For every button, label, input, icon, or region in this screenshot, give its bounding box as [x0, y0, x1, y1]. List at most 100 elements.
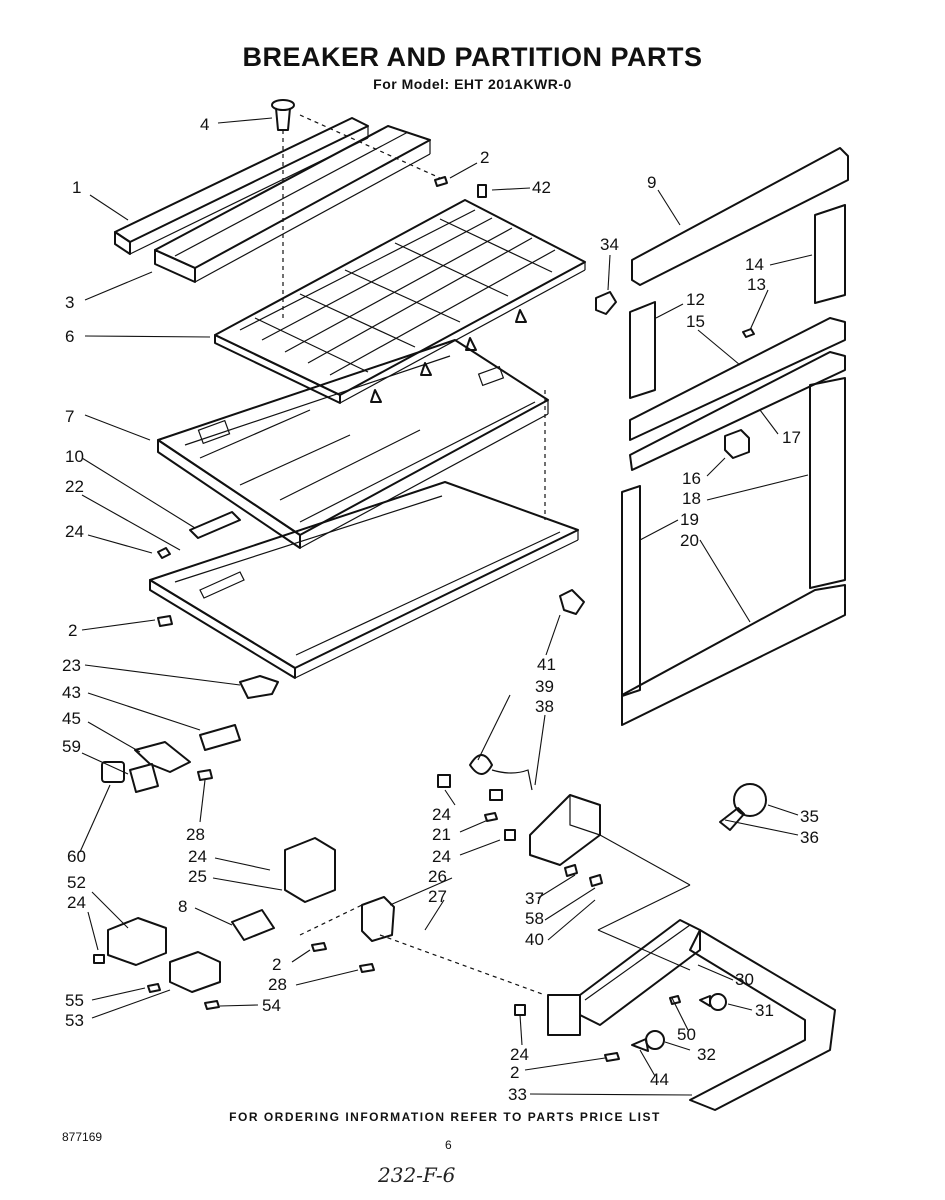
callout-22: 22: [65, 477, 84, 496]
callout-60: 60: [67, 847, 86, 866]
callout-32: 32: [697, 1045, 716, 1064]
callout-50: 50: [677, 1025, 696, 1044]
part-19-upright: [621, 485, 641, 697]
part-52-cover: [107, 917, 167, 966]
callout-25: 25: [188, 867, 207, 886]
callout-27: 27: [428, 887, 447, 906]
callout-58: 58: [525, 909, 544, 928]
callout-55: 55: [65, 991, 84, 1010]
callout-35: 35: [800, 807, 819, 826]
part-15-rail: [629, 317, 846, 441]
callout-7: 7: [65, 407, 74, 426]
callout-59: 59: [62, 737, 81, 756]
callout-labels: 1 2 3 4 6 7 10 22 24 2 23 43 45 59 28 60…: [62, 115, 819, 1104]
callout-41: 41: [537, 655, 556, 674]
callout-21: 21: [432, 825, 451, 844]
callout-24: 24: [67, 893, 86, 912]
part-35-bulb: [719, 783, 767, 831]
part-3-breaker-strip: [154, 125, 431, 283]
part-45-bracket: [134, 741, 191, 773]
callout-24: 24: [432, 847, 451, 866]
callout-24: 24: [188, 847, 207, 866]
part-6-shelf-grille: [214, 199, 586, 404]
part-39-socket: [469, 754, 493, 775]
leader-lines: [79, 117, 813, 1096]
callout-39: 39: [535, 677, 554, 696]
callout-28: 28: [268, 975, 287, 994]
callout-24: 24: [510, 1045, 529, 1064]
part-18-upright: [809, 377, 846, 589]
callout-19: 19: [680, 510, 699, 529]
ordering-information-note: FOR ORDERING INFORMATION REFER TO PARTS …: [229, 1110, 661, 1124]
part-30-control-panel: [547, 919, 701, 1036]
document-number: 877169: [62, 1130, 103, 1144]
part-60-button: [101, 761, 125, 783]
callout-45: 45: [62, 709, 81, 728]
part-9-top-rail: [631, 147, 849, 286]
part-20-bottom-rail: [621, 584, 846, 726]
handwritten-note: 232-F-6: [378, 1163, 456, 1187]
part-43-lens: [199, 724, 241, 751]
part-37-light-housing: [529, 794, 601, 866]
part-12-block: [629, 301, 656, 399]
model-subtitle: For Model: EHT 201AKWR-0: [373, 76, 572, 92]
callout-9: 9: [647, 173, 656, 192]
callout-43: 43: [62, 683, 81, 702]
callout-6: 6: [65, 327, 74, 346]
callout-24: 24: [65, 522, 84, 541]
part-1-channel: [114, 117, 369, 255]
callout-1: 1: [72, 178, 81, 197]
callout-15: 15: [686, 312, 705, 331]
callout-40: 40: [525, 930, 544, 949]
callout-53: 53: [65, 1011, 84, 1030]
callout-31: 31: [755, 1001, 774, 1020]
callout-12: 12: [686, 290, 705, 309]
part-53-socket: [169, 951, 221, 993]
callout-2: 2: [480, 148, 489, 167]
part-10-insert: [189, 511, 241, 539]
callout-18: 18: [682, 489, 701, 508]
callout-2: 2: [68, 621, 77, 640]
callout-16: 16: [682, 469, 701, 488]
callout-24: 24: [432, 805, 451, 824]
callout-23: 23: [62, 656, 81, 675]
part-22-frame: [149, 481, 579, 679]
callout-17: 17: [782, 428, 801, 447]
callout-54: 54: [262, 996, 281, 1015]
callout-14: 14: [745, 255, 764, 274]
page-number: 6: [445, 1138, 452, 1152]
part-8-connector: [231, 909, 275, 941]
callout-4: 4: [200, 115, 209, 134]
callout-44: 44: [650, 1070, 669, 1089]
part-31-knob: [699, 993, 727, 1011]
part-25-housing: [284, 837, 336, 903]
callout-38: 38: [535, 697, 554, 716]
part-33-trim-strip: [689, 929, 836, 1111]
callout-52: 52: [67, 873, 86, 892]
callout-3: 3: [65, 293, 74, 312]
part-4-screw: [271, 99, 295, 131]
callout-2: 2: [272, 955, 281, 974]
callout-36: 36: [800, 828, 819, 847]
part-34-clip: [595, 291, 617, 315]
page-title: BREAKER AND PARTITION PARTS: [242, 42, 703, 72]
callout-33: 33: [508, 1085, 527, 1104]
callout-28: 28: [186, 825, 205, 844]
callout-20: 20: [680, 531, 699, 550]
part-17-rail: [629, 351, 846, 471]
callout-13: 13: [747, 275, 766, 294]
callout-26: 26: [428, 867, 447, 886]
callout-30: 30: [735, 970, 754, 989]
part-7-partition-tray: [157, 339, 549, 549]
callout-8: 8: [178, 897, 187, 916]
callout-42: 42: [532, 178, 551, 197]
callout-34: 34: [600, 235, 619, 254]
part-14-block: [814, 204, 846, 304]
part-23-clip: [239, 675, 279, 699]
callout-37: 37: [525, 889, 544, 908]
part-26-thermostat: [361, 896, 395, 942]
callout-10: 10: [65, 447, 84, 466]
part-41-clip: [559, 589, 585, 615]
